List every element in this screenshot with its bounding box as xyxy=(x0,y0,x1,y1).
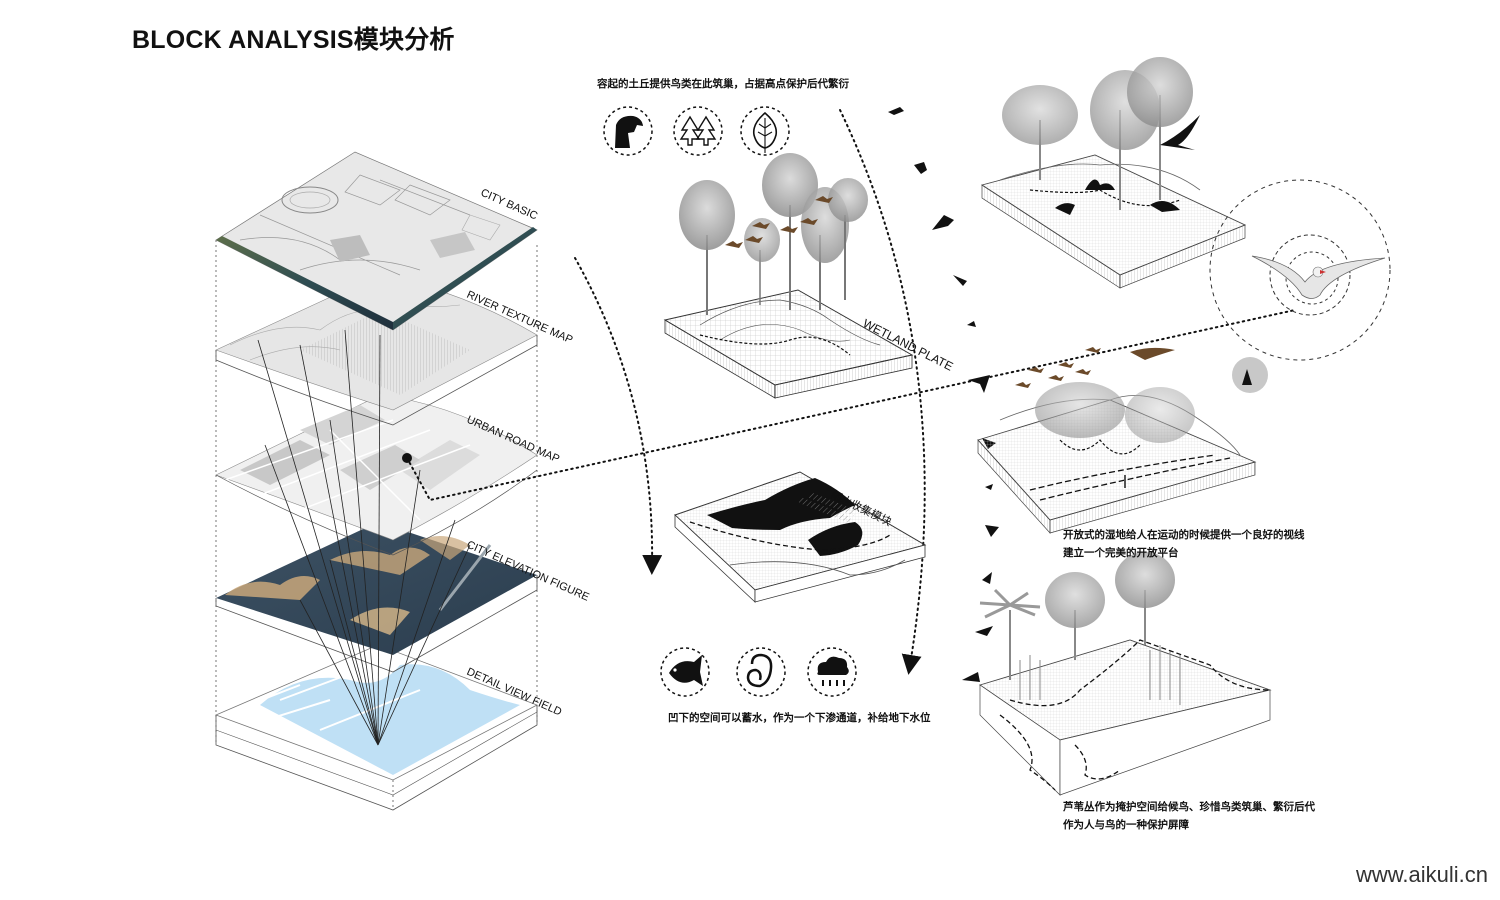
wetland-trees xyxy=(679,153,868,315)
water-drop-icon xyxy=(736,647,786,697)
reed-caption-line2: 作为人与鸟的一种保护屏障 xyxy=(1063,819,1189,831)
rain-cloud-icon xyxy=(807,647,857,697)
layer-urban-road-map xyxy=(215,394,538,556)
block-open-wetland xyxy=(977,382,1257,534)
bird-target xyxy=(1209,179,1391,393)
block-hill-nesting xyxy=(980,57,1247,289)
wetland-plate: WETLAND PLATE xyxy=(663,153,955,399)
open-wetland-caption-line1: 开放式的湿地给人在运动的时候提供一个良好的视线 xyxy=(1063,529,1305,541)
page-title: BLOCK ANALYSIS模块分析 xyxy=(132,26,455,54)
migrating-birds xyxy=(1015,347,1175,388)
arrow-right xyxy=(839,109,926,675)
dotted-connector xyxy=(406,309,1296,502)
wetland-icons xyxy=(603,106,790,156)
block-reed xyxy=(978,552,1272,796)
rain-module-caption: 凹下的空间可以蓄水，作为一个下渗通道，补给地下水位 xyxy=(668,712,931,724)
forest-icon xyxy=(673,106,723,156)
wetland-caption: 容起的土丘提供鸟类在此筑巢，占据高点保护后代繁衍 xyxy=(597,78,849,90)
reed-caption-line1: 芦苇丛作为掩护空间给候鸟、珍惜鸟类筑巢、繁衍后代 xyxy=(1063,801,1315,813)
layer-stack: CITY BASIC RIVER TEXTURE MAP URBAN ROAD … xyxy=(214,151,1296,811)
flow-arrows xyxy=(574,109,926,675)
rain-icons xyxy=(660,647,857,697)
eagle-icon xyxy=(603,106,653,156)
arrow-left xyxy=(574,257,663,575)
sight-lines xyxy=(257,329,471,746)
open-wetland-caption-line2: 建立一个完美的开放平台 xyxy=(1063,547,1179,559)
fish-icon xyxy=(660,647,710,697)
small-tree-badge xyxy=(1232,357,1268,393)
wetland-birds xyxy=(725,196,833,248)
rain-collection-module: 雨水收集模块 xyxy=(674,471,927,603)
watermark: www.aikuli.cn xyxy=(1355,862,1488,887)
leaf-icon xyxy=(740,106,790,156)
layer-city-elevation xyxy=(215,522,538,673)
layer-city-basic xyxy=(215,151,538,331)
